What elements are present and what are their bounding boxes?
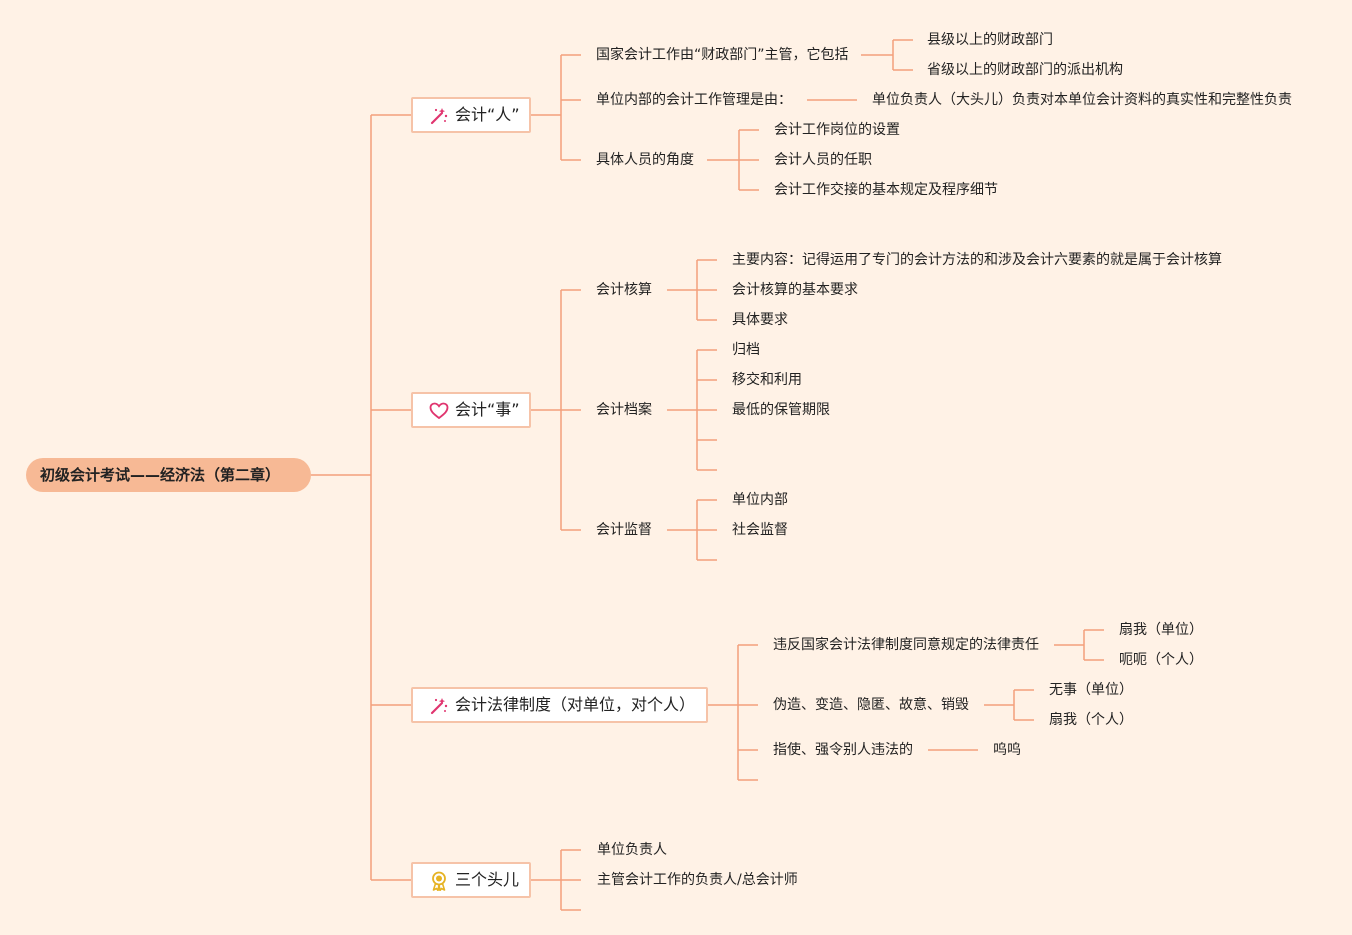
topic-internal-management[interactable]: 单位内部的会计工作管理是由： [596,92,792,108]
award-ribbon-icon [432,871,446,891]
branch-label: 会计“人” [455,105,520,124]
leaf-forgery-individual[interactable]: 扇我（个人） [1049,712,1133,728]
leaf-handover-rules[interactable]: 会计工作交接的基本规定及程序细节 [774,182,998,198]
leaf-unit-head-responsibility[interactable]: 单位负责人（大头儿）负责对本单位会计资料的真实性和完整性负责 [872,92,1292,108]
leaf-basic-requirements[interactable]: 会计核算的基本要求 [732,282,858,298]
leaf-province-agency[interactable]: 省级以上的财政部门的派出机构 [927,62,1123,78]
leaf-chief-accountant[interactable]: 主管会计工作的负责人/总会计师 [597,872,798,888]
magic-wand-icon [430,108,448,125]
topic-personnel-perspective[interactable]: 具体人员的角度 [596,152,694,168]
leaf-retention-period[interactable]: 最低的保管期限 [732,402,830,418]
leaf-internal-unit[interactable]: 单位内部 [732,492,788,508]
branch-label: 会计法律制度（对单位，对个人） [455,695,696,714]
leaf-county-finance[interactable]: 县级以上的财政部门 [927,32,1053,48]
branch-three-heads[interactable]: 三个头儿 [411,862,531,898]
branch-accounting-people[interactable]: 会计“人” [411,97,531,133]
topic-accounting-archives[interactable]: 会计档案 [596,402,652,418]
leaf-forgery-unit[interactable]: 无事（单位） [1049,682,1133,698]
leaf-filing[interactable]: 归档 [732,342,760,358]
branch-accounting-affairs[interactable]: 会计“事” [411,392,531,428]
leaf-staff-appointment[interactable]: 会计人员的任职 [774,152,872,168]
leaf-individual-penalty[interactable]: 呃呃（个人） [1119,652,1203,668]
leaf-post-setup[interactable]: 会计工作岗位的设置 [774,122,900,138]
leaf-instigation-result[interactable]: 呜呜 [993,742,1021,758]
leaf-social-supervision[interactable]: 社会监督 [732,522,788,538]
leaf-transfer-and-use[interactable]: 移交和利用 [732,372,802,388]
branch-accounting-law[interactable]: 会计法律制度（对单位，对个人） [411,687,708,723]
topic-accounting-supervision[interactable]: 会计监督 [596,522,652,538]
topic-forgery[interactable]: 伪造、变造、隐匿、故意、销毁 [773,697,969,713]
heart-icon [429,402,449,420]
topic-legal-liability[interactable]: 违反国家会计法律制度同意规定的法律责任 [773,637,1039,653]
root-topic[interactable]: 初级会计考试——经济法（第二章） [26,458,311,492]
leaf-specific-requirements[interactable]: 具体要求 [732,312,788,328]
leaf-unit-penalty[interactable]: 扇我（单位） [1119,622,1203,638]
topic-finance-dept[interactable]: 国家会计工作由“财政部门”主管，它包括 [596,47,849,63]
leaf-main-content[interactable]: 主要内容：记得运用了专门的会计方法的和涉及会计六要素的就是属于会计核算 [732,252,1222,268]
leaf-unit-head[interactable]: 单位负责人 [597,842,667,858]
branch-label: 会计“事” [455,400,520,419]
topic-accounting-calculation[interactable]: 会计核算 [596,282,652,298]
magic-wand-icon [430,698,448,715]
topic-instigation[interactable]: 指使、强令别人违法的 [773,742,913,758]
branch-label: 三个头儿 [455,870,520,889]
